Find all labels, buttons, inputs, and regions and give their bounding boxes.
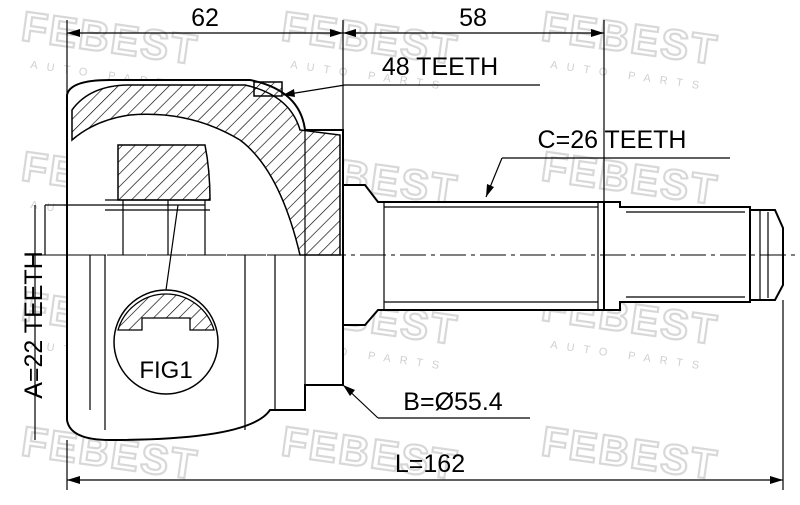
figure-label: FIG1 xyxy=(139,357,192,384)
top-dimension: 62 58 xyxy=(66,4,605,205)
inner-spline-label: A=22 TEETH xyxy=(20,251,48,399)
dimension-62-label: 62 xyxy=(191,4,219,32)
seal-diameter-label: B=Ø55.4 xyxy=(403,388,502,416)
stub-shaft xyxy=(40,184,795,326)
dimension-58-label: 58 xyxy=(459,4,487,32)
outer-spline-marker xyxy=(253,81,283,97)
outer-teeth-label: 48 TEETH xyxy=(382,53,498,81)
watermark-brand: FEBEST xyxy=(539,417,721,488)
callout-shaft-spline: C=26 TEETH xyxy=(485,126,730,198)
total-length-label: L=162 xyxy=(395,450,465,478)
callout-seal-diameter: B=Ø55.4 xyxy=(342,384,530,419)
shaft-spline-label: C=26 TEETH xyxy=(538,126,687,154)
fig1-detail: FIG1 xyxy=(113,204,219,395)
callout-48-teeth: 48 TEETH xyxy=(282,53,540,97)
bottom-dimension: L=162 xyxy=(66,300,784,490)
callout-inner-spline: A=22 TEETH xyxy=(20,205,48,440)
